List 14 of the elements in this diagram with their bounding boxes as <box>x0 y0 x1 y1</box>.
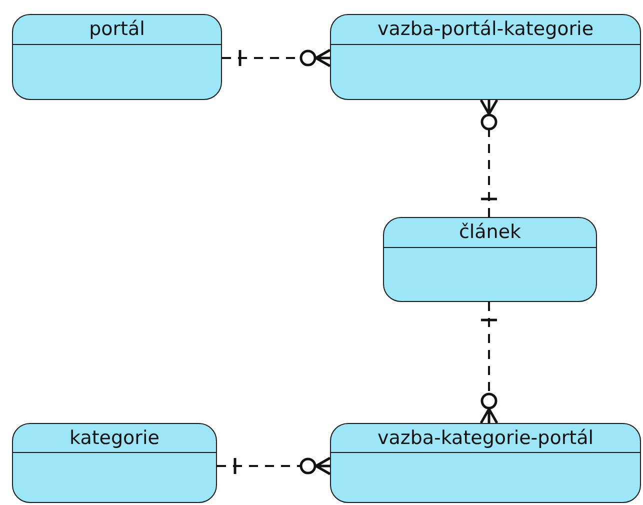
relationship-line <box>480 98 498 217</box>
entity-name: článek <box>458 223 522 242</box>
entity-box <box>383 217 597 302</box>
entity-box <box>12 423 217 503</box>
relationship-line <box>222 48 332 68</box>
entity-name: vazba-portál-kategorie <box>377 20 594 39</box>
entity-name: vazba-kategorie-portál <box>377 428 594 448</box>
relationship-line <box>217 456 332 476</box>
entity-name: kategorie <box>70 428 160 448</box>
entity-box <box>330 14 641 100</box>
relationship-line <box>480 302 498 424</box>
entity-box <box>330 423 641 503</box>
entity-name: portál <box>89 20 145 39</box>
entity-box <box>12 14 222 100</box>
